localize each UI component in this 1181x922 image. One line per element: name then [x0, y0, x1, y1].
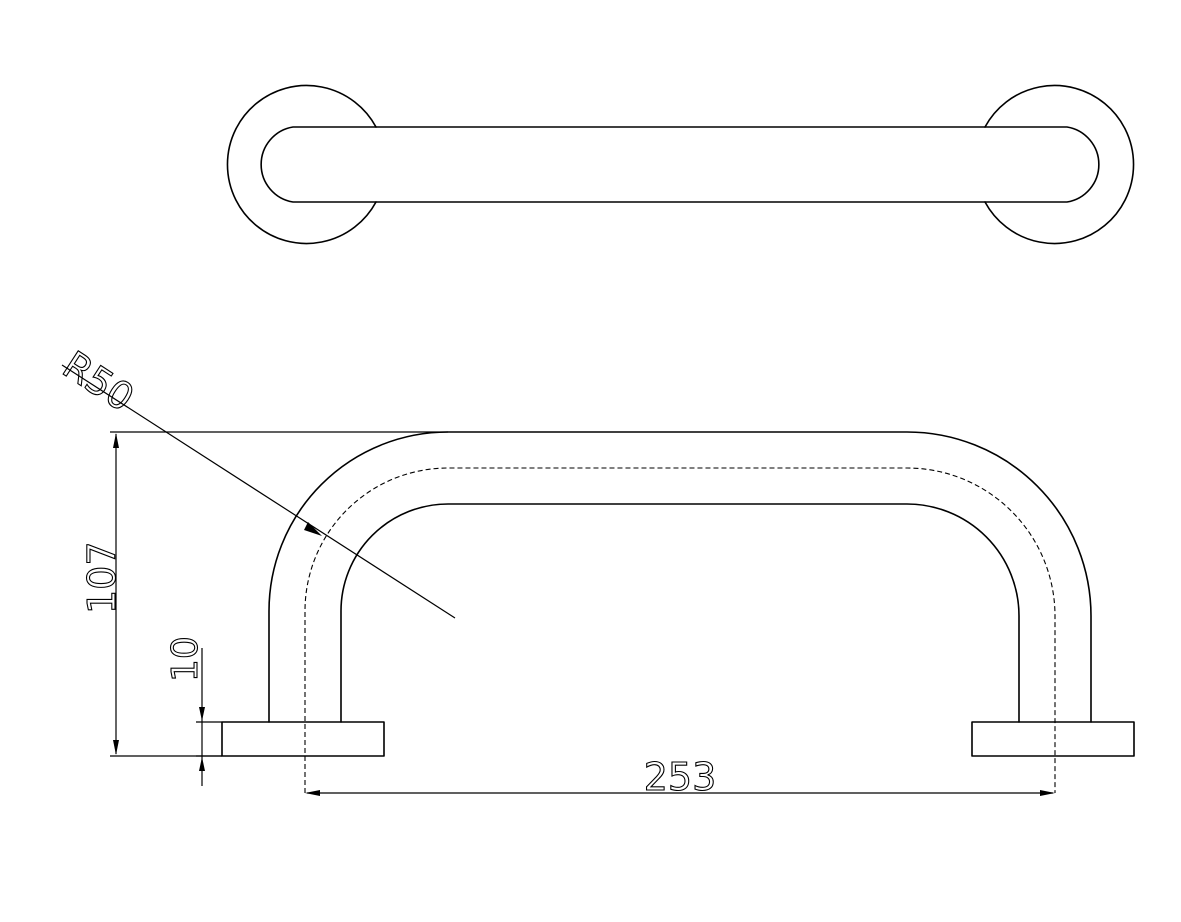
dimension-center-distance: 253 — [305, 754, 1055, 800]
tube-centerline — [304, 467, 1056, 793]
top-view — [226, 84, 1135, 245]
front-view — [221, 431, 1135, 793]
dimension-flange-thickness: 10 — [164, 636, 222, 786]
flange-thickness-label: 10 — [165, 636, 206, 682]
tube-outer-contour — [268, 431, 1092, 723]
tube-inner-contour — [340, 503, 1020, 723]
top-right-flange — [984, 84, 1135, 245]
top-left-flange — [226, 84, 377, 245]
height-label: 107 — [80, 541, 124, 614]
dimension-height: 107 — [79, 431, 448, 757]
top-bar — [260, 126, 1100, 203]
center-distance-label: 253 — [644, 755, 717, 799]
left-mounting-flange — [221, 721, 385, 757]
right-mounting-flange — [971, 721, 1135, 757]
